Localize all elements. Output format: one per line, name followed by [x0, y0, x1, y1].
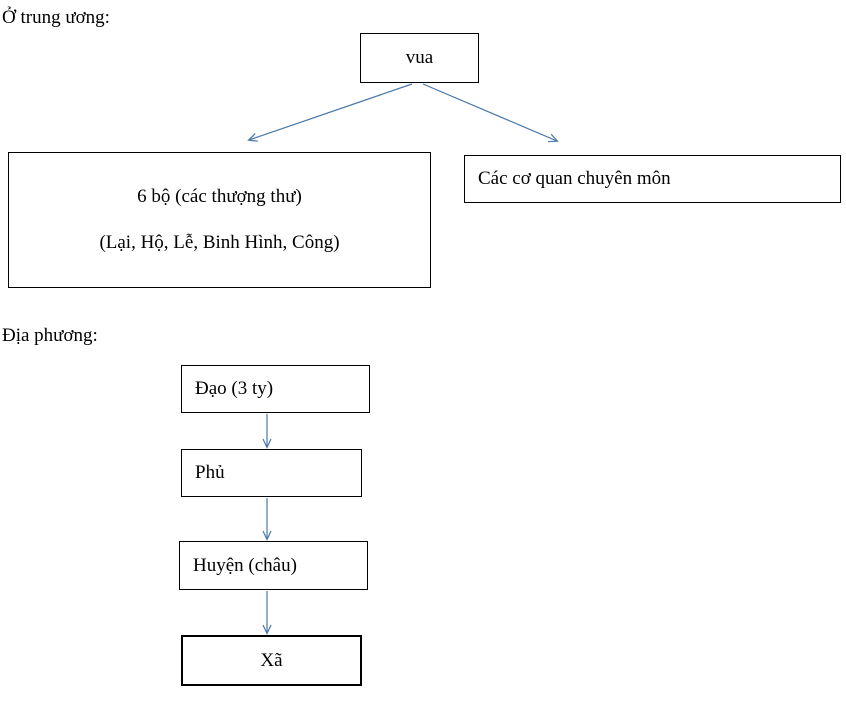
node-huyen-label: Huyện (châu): [193, 554, 297, 576]
connector-vua-to-six-ministries: [247, 83, 413, 142]
node-specialized-agencies: Các cơ quan chuyên môn: [464, 155, 841, 203]
node-vua-label: vua: [405, 47, 434, 68]
node-vua: vua: [360, 33, 479, 83]
node-dao: Đạo (3 ty): [181, 365, 370, 413]
node-phu-label: Phủ: [195, 462, 225, 483]
node-xa: Xã: [181, 635, 362, 686]
section-label-central: Ở trung ương:: [2, 7, 110, 28]
connector-vua-to-specialized-agencies: [422, 83, 559, 143]
section-label-local: Địa phương:: [2, 325, 98, 346]
node-phu: Phủ: [181, 449, 362, 497]
node-six-ministries-line2: (Lại, Hộ, Lễ, Binh Hình, Công): [99, 232, 340, 253]
node-huyen: Huyện (châu): [179, 541, 368, 590]
node-six-ministries-line1: 6 bộ (các thượng thư): [137, 186, 302, 207]
node-xa-label: Xã: [260, 649, 283, 671]
node-dao-label: Đạo (3 ty): [195, 378, 274, 399]
node-six-ministries: 6 bộ (các thượng thư) (Lại, Hộ, Lễ, Binh…: [8, 152, 431, 288]
node-specialized-agencies-label: Các cơ quan chuyên môn: [478, 168, 671, 189]
